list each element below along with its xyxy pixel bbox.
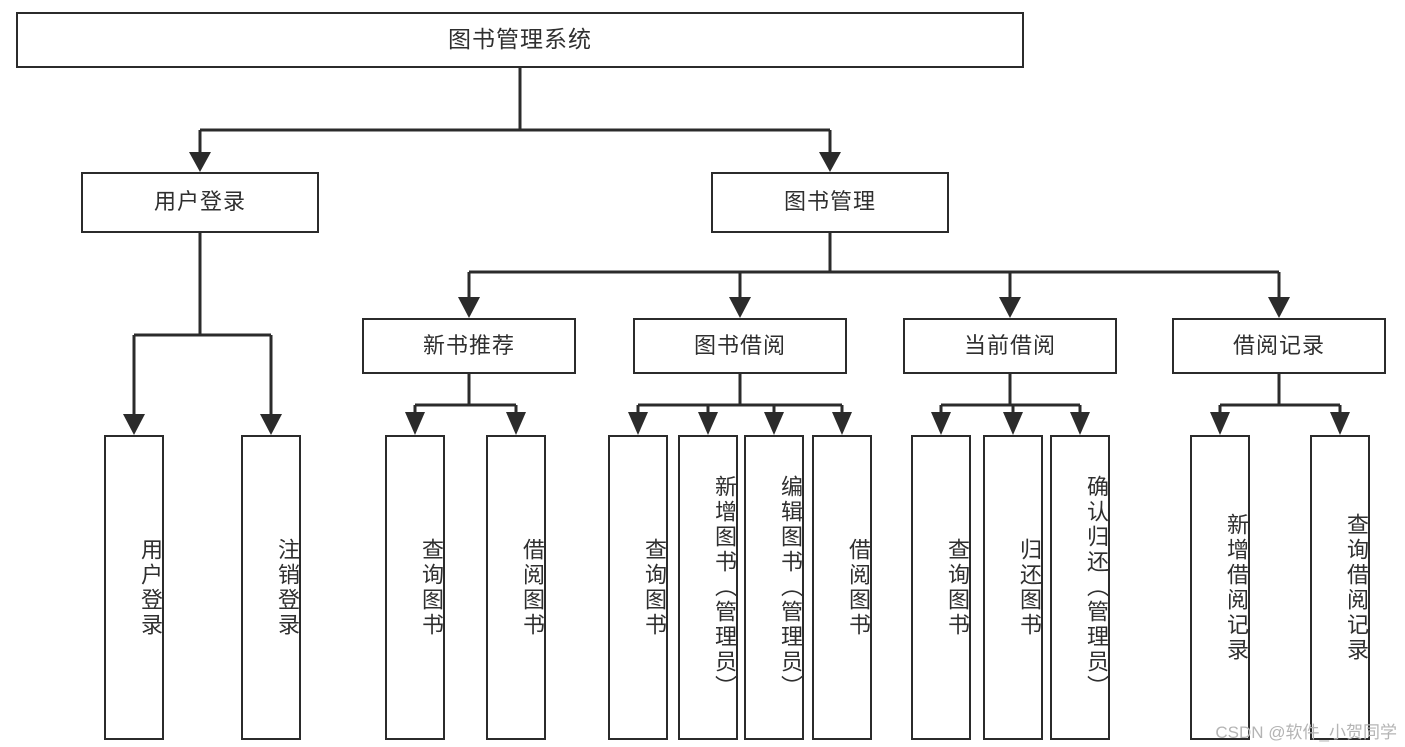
arrowhead-leaf-return-book — [1003, 412, 1023, 435]
node-leaf-user-login[interactable]: 用户登录 — [104, 435, 164, 740]
node-leaf-confirm-return-label: 确认归还（管理员） — [1084, 475, 1109, 700]
arrowhead-book-borrow — [729, 297, 751, 318]
node-leaf-query-record[interactable]: 查询借阅记录 — [1310, 435, 1370, 740]
node-book-manage-label: 图书管理 — [783, 189, 876, 215]
arrowhead-leaf-logout — [260, 414, 282, 435]
arrowhead-leaf-user-login — [123, 414, 145, 435]
node-leaf-query-book-1-label: 查询图书 — [419, 537, 444, 638]
arrowhead-leaf-add-book — [698, 412, 718, 435]
arrowhead-leaf-add-record — [1210, 412, 1230, 435]
node-current-borrow-label: 当前借阅 — [963, 332, 1056, 358]
arrowhead-leaf-borrow-book-1 — [506, 412, 526, 435]
arrowhead-leaf-query-book-1 — [405, 412, 425, 435]
node-root[interactable]: 图书管理系统 — [16, 12, 1024, 68]
node-leaf-add-book-label: 新增图书（管理员） — [712, 475, 737, 700]
node-leaf-logout-label: 注销登录 — [275, 537, 300, 638]
node-user-login[interactable]: 用户登录 — [81, 172, 319, 233]
node-borrow-record-label: 借阅记录 — [1232, 332, 1325, 358]
node-book-borrow-label: 图书借阅 — [693, 332, 786, 358]
arrowhead-leaf-confirm-return — [1070, 412, 1090, 435]
arrowhead-leaf-edit-book — [764, 412, 784, 435]
arrowhead-book-manage — [819, 152, 841, 172]
node-new-book-rec[interactable]: 新书推荐 — [362, 318, 576, 374]
node-leaf-query-book-2-label: 查询图书 — [642, 537, 667, 638]
node-new-book-rec-label: 新书推荐 — [422, 332, 515, 358]
node-leaf-confirm-return[interactable]: 确认归还（管理员） — [1050, 435, 1110, 740]
node-leaf-query-book-1[interactable]: 查询图书 — [385, 435, 445, 740]
arrowhead-current-borrow — [999, 297, 1021, 318]
node-current-borrow[interactable]: 当前借阅 — [903, 318, 1117, 374]
node-borrow-record[interactable]: 借阅记录 — [1172, 318, 1386, 374]
node-leaf-logout[interactable]: 注销登录 — [241, 435, 301, 740]
node-leaf-user-login-label: 用户登录 — [138, 537, 163, 638]
node-leaf-query-book-3-label: 查询图书 — [945, 537, 970, 638]
node-leaf-return-book-label: 归还图书 — [1017, 537, 1042, 638]
node-leaf-query-book-2[interactable]: 查询图书 — [608, 435, 668, 740]
node-leaf-borrow-book-2[interactable]: 借阅图书 — [812, 435, 872, 740]
node-book-borrow[interactable]: 图书借阅 — [633, 318, 847, 374]
node-book-manage[interactable]: 图书管理 — [711, 172, 949, 233]
node-leaf-borrow-book-2-label: 借阅图书 — [846, 537, 871, 638]
node-leaf-add-book[interactable]: 新增图书（管理员） — [678, 435, 738, 740]
arrowhead-leaf-borrow-book-2 — [832, 412, 852, 435]
node-leaf-edit-book[interactable]: 编辑图书（管理员） — [744, 435, 804, 740]
node-leaf-borrow-book-1-label: 借阅图书 — [520, 537, 545, 638]
arrowhead-user-login — [189, 152, 211, 172]
node-leaf-query-book-3[interactable]: 查询图书 — [911, 435, 971, 740]
node-leaf-add-record[interactable]: 新增借阅记录 — [1190, 435, 1250, 740]
arrowhead-new-book-rec — [458, 297, 480, 318]
node-root-label: 图书管理系统 — [448, 26, 592, 53]
arrowhead-leaf-query-book-3 — [931, 412, 951, 435]
node-leaf-borrow-book-1[interactable]: 借阅图书 — [486, 435, 546, 740]
arrowhead-borrow-record — [1268, 297, 1290, 318]
watermark-text: CSDN @软件_小贺同学 — [1215, 723, 1397, 742]
node-leaf-add-record-label: 新增借阅记录 — [1224, 512, 1249, 663]
arrowhead-leaf-query-record — [1330, 412, 1350, 435]
arrowhead-leaf-query-book-2 — [628, 412, 648, 435]
node-leaf-return-book[interactable]: 归还图书 — [983, 435, 1043, 740]
node-leaf-query-record-label: 查询借阅记录 — [1344, 512, 1369, 663]
node-user-login-label: 用户登录 — [153, 189, 246, 215]
node-leaf-edit-book-label: 编辑图书（管理员） — [778, 475, 803, 700]
